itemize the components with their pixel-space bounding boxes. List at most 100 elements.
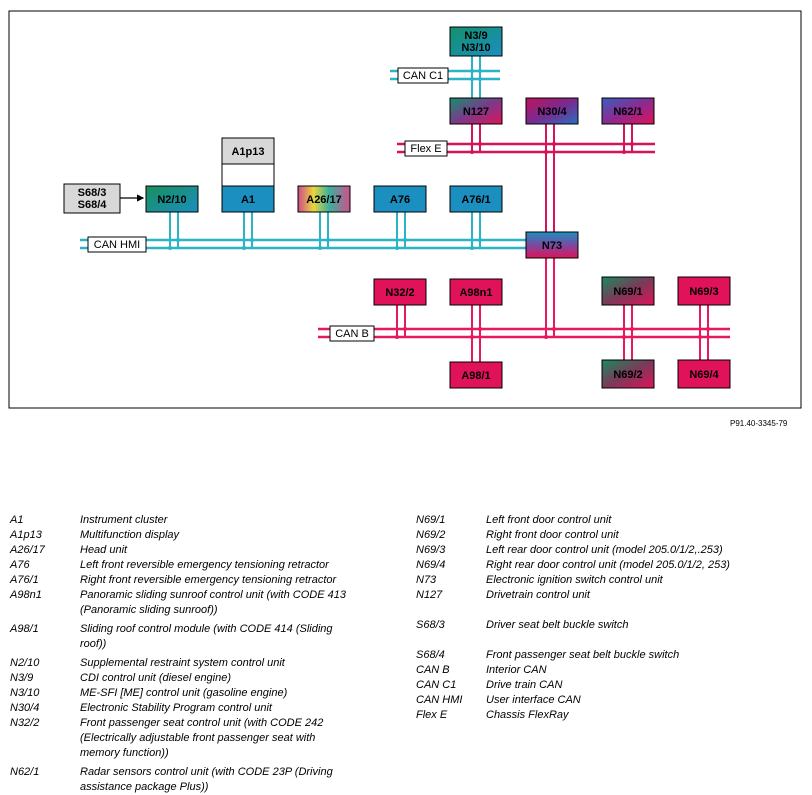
legend-code: CAN HMI bbox=[416, 694, 463, 706]
legend-item: N69/3 Left rear door control unit (model … bbox=[416, 543, 806, 558]
legend-item: S68/3 Driver seat belt buckle switch bbox=[416, 618, 806, 633]
legend-description: ME-SFI [ME] control unit (gasoline engin… bbox=[80, 687, 288, 699]
legend-code: N69/2 bbox=[416, 529, 446, 541]
svg-text:A98n1: A98n1 bbox=[459, 287, 492, 299]
box-a26-17: A26/17 bbox=[297, 185, 351, 213]
legend-code: A26/17 bbox=[10, 544, 45, 556]
box-n127: N127 bbox=[449, 97, 503, 125]
legend-code: N73 bbox=[416, 574, 437, 586]
legend-description: Drivetrain control unit bbox=[486, 589, 590, 601]
legend-description: User interface CAN bbox=[486, 694, 581, 706]
label-can-hmi: CAN HMI bbox=[87, 236, 147, 253]
legend-item: N3/10 ME-SFI [ME] control unit (gasoline … bbox=[10, 686, 405, 701]
legend-description: Sliding roof control module (with CODE 4… bbox=[80, 623, 333, 650]
box-n73: N73 bbox=[525, 231, 579, 259]
legend-code: N127 bbox=[416, 589, 443, 601]
svg-text:A76: A76 bbox=[390, 194, 410, 206]
bus-can-b bbox=[318, 327, 730, 339]
legend-code: N2/10 bbox=[10, 657, 40, 669]
legend-code: S68/4 bbox=[416, 649, 445, 661]
legend-code: A98n1 bbox=[10, 589, 42, 601]
nodes-can-hmi bbox=[168, 238, 482, 250]
legend-item: S68/4 Front passenger seat belt buckle sw… bbox=[416, 648, 806, 663]
legend-description: Supplemental restraint system control un… bbox=[80, 657, 285, 669]
legend-description: Electronic ignition switch control unit bbox=[486, 574, 663, 586]
svg-text:Flex E: Flex E bbox=[410, 143, 441, 155]
legend-item: N30/4 Electronic Stability Program contro… bbox=[10, 701, 405, 716]
legend-code: A76 bbox=[10, 559, 30, 571]
legend-description: Front passenger seat belt buckle switch bbox=[486, 649, 680, 661]
figure-reference: P91.40-3345-79 bbox=[730, 419, 788, 428]
box-a76: A76 bbox=[373, 185, 427, 213]
svg-text:N73: N73 bbox=[542, 240, 562, 252]
box-n2-10: N2/10 bbox=[145, 185, 199, 213]
svg-text:N127: N127 bbox=[463, 106, 489, 118]
legend-code: S68/3 bbox=[416, 619, 445, 631]
svg-text:S68/3: S68/3 bbox=[78, 187, 107, 199]
svg-text:A1p13: A1p13 bbox=[231, 146, 264, 158]
svg-text:CAN C1: CAN C1 bbox=[403, 70, 443, 82]
legend-description: Right front door control unit bbox=[486, 529, 619, 541]
svg-text:A76/1: A76/1 bbox=[461, 194, 490, 206]
stubs-can-b bbox=[396, 258, 709, 362]
svg-text:A98/1: A98/1 bbox=[461, 370, 490, 382]
label-can-b: CAN B bbox=[329, 325, 375, 342]
svg-text:N69/4: N69/4 bbox=[689, 369, 719, 381]
legend-item: A26/17 Head unit bbox=[10, 543, 405, 558]
legend-description: Chassis FlexRay bbox=[486, 709, 569, 721]
svg-text:A26/17: A26/17 bbox=[306, 194, 341, 206]
legend-description: Interior CAN bbox=[486, 664, 547, 676]
svg-text:N30/4: N30/4 bbox=[537, 106, 567, 118]
legend-code: N30/4 bbox=[10, 702, 40, 714]
legend-code: N3/10 bbox=[10, 687, 40, 699]
box-a1p13: A1p13 bbox=[221, 137, 275, 165]
legend-code: N62/1 bbox=[10, 766, 40, 778]
svg-text:CAN B: CAN B bbox=[335, 328, 369, 340]
box-a98n1: A98n1 bbox=[449, 278, 503, 306]
legend-code: N3/9 bbox=[10, 672, 34, 684]
legend-description: Left front door control unit bbox=[486, 514, 612, 526]
legend-description: Left rear door control unit (model 205.0… bbox=[486, 544, 723, 556]
legend-item: A98n1 Panoramic sliding sunroof control u… bbox=[10, 588, 405, 618]
box-a98-1: A98/1 bbox=[449, 361, 503, 389]
box-n32-2: N32/2 bbox=[373, 278, 427, 306]
box-n62-1: N62/1 bbox=[601, 97, 655, 125]
svg-text:N69/1: N69/1 bbox=[613, 286, 642, 298]
legend-description: Front passenger seat control unit (with … bbox=[80, 717, 324, 759]
legend-item: N3/9 CDI control unit (diesel engine) bbox=[10, 671, 405, 686]
svg-text:N69/3: N69/3 bbox=[689, 286, 718, 298]
box-n69-3: N69/3 bbox=[677, 276, 731, 306]
legend-description: Left front reversible emergency tensioni… bbox=[80, 559, 329, 571]
legend-item: A76 Left front reversible emergency tensi… bbox=[10, 558, 405, 573]
legend-item: N32/2 Front passenger seat control unit (… bbox=[10, 716, 405, 761]
nodes-flex-e bbox=[470, 142, 634, 154]
legend-description: Electronic Stability Program control uni… bbox=[80, 702, 272, 714]
legend-description: CDI control unit (diesel engine) bbox=[80, 672, 232, 684]
legend-description: Head unit bbox=[80, 544, 128, 556]
legend-item: N127 Drivetrain control unit bbox=[416, 588, 806, 603]
legend-description: Driver seat belt buckle switch bbox=[486, 619, 629, 631]
legend-item: Flex E Chassis FlexRay bbox=[416, 708, 806, 723]
legend-code: N69/4 bbox=[416, 559, 446, 571]
legend-item: N73 Electronic ignition switch control un… bbox=[416, 573, 806, 588]
nodes-can-b bbox=[395, 327, 710, 339]
legend-description: Panoramic sliding sunroof control unit (… bbox=[80, 589, 346, 616]
legend-code: N69/3 bbox=[416, 544, 446, 556]
box-n30-4: N30/4 bbox=[525, 97, 579, 125]
legend-code: A1p13 bbox=[10, 529, 42, 541]
legend-code: Flex E bbox=[416, 709, 448, 721]
legend-description: Multifunction display bbox=[80, 529, 180, 541]
svg-text:N3/9: N3/9 bbox=[464, 30, 487, 42]
legend-code: N32/2 bbox=[10, 717, 40, 729]
bus-can-hmi bbox=[80, 238, 530, 250]
legend-code: N69/1 bbox=[416, 514, 446, 526]
legend-description: Instrument cluster bbox=[80, 514, 168, 526]
box-n69-2: N69/2 bbox=[601, 359, 655, 389]
legend-item: N69/1 Left front door control unit bbox=[416, 513, 806, 528]
